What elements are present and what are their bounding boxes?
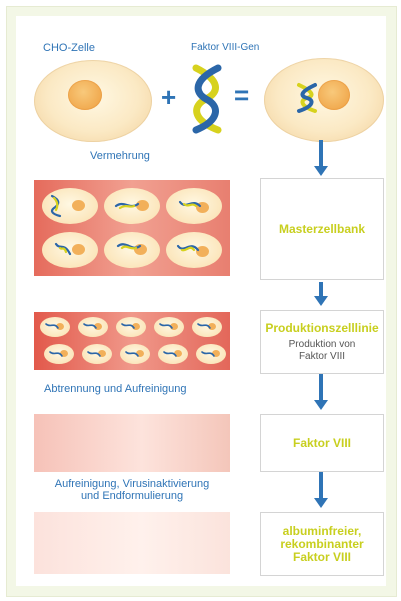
factor-viii-label: Faktor VIII — [292, 435, 351, 450]
final-product-line2: rekombinanter — [280, 536, 364, 551]
factor-viii-box: Faktor VIII — [260, 414, 384, 472]
final-formulation-panel — [34, 512, 230, 574]
final-product-box: albuminfreier, rekombinanter Faktor VIII — [260, 512, 384, 576]
purification-label-line1: Aufreinigung, Virusinaktivierung — [54, 478, 210, 490]
separation-label: Abtrennung und Aufreinigung — [44, 383, 187, 395]
production-cell-line-box: Produktionszelllinie Produktion von Fakt… — [260, 310, 384, 374]
cell-culture-panel — [34, 180, 230, 276]
master-cell-bank-label: Masterzellbank — [278, 221, 366, 236]
plus-sign: + — [161, 82, 177, 112]
master-cell-bank-box: Masterzellbank — [260, 178, 384, 280]
cell-nucleus — [68, 80, 102, 110]
arrow-down-icon — [314, 472, 328, 510]
cho-cell-label: CHO-Zelle — [43, 42, 95, 54]
dna-helix-icon — [192, 64, 222, 134]
purification-label-line2: und Endformulierung — [80, 490, 184, 502]
production-cell-line-sub2: Faktor VIII — [298, 350, 346, 362]
equals-sign: = — [234, 80, 250, 110]
cho-cell — [34, 60, 152, 142]
production-culture-panel — [34, 312, 230, 370]
arrow-down-icon — [314, 282, 328, 308]
final-product-line3: Faktor VIII — [292, 549, 351, 564]
cell-nucleus — [318, 80, 350, 110]
dna-strands — [45, 323, 215, 357]
production-cell-line-sub1: Produktion von — [288, 338, 356, 350]
gene-label: Faktor VIII-Gen — [191, 42, 260, 53]
transfected-cell — [264, 58, 384, 142]
dna-strands — [50, 194, 202, 256]
final-product-line1: albuminfreier, — [282, 523, 362, 538]
multiplication-label: Vermehrung — [90, 150, 150, 162]
dna-helix-icon — [297, 83, 317, 113]
arrow-down-icon — [314, 374, 328, 412]
purified-solution-panel — [34, 414, 230, 472]
production-cell-line-title: Produktionszelllinie — [265, 320, 379, 335]
arrow-down-icon — [314, 140, 328, 178]
